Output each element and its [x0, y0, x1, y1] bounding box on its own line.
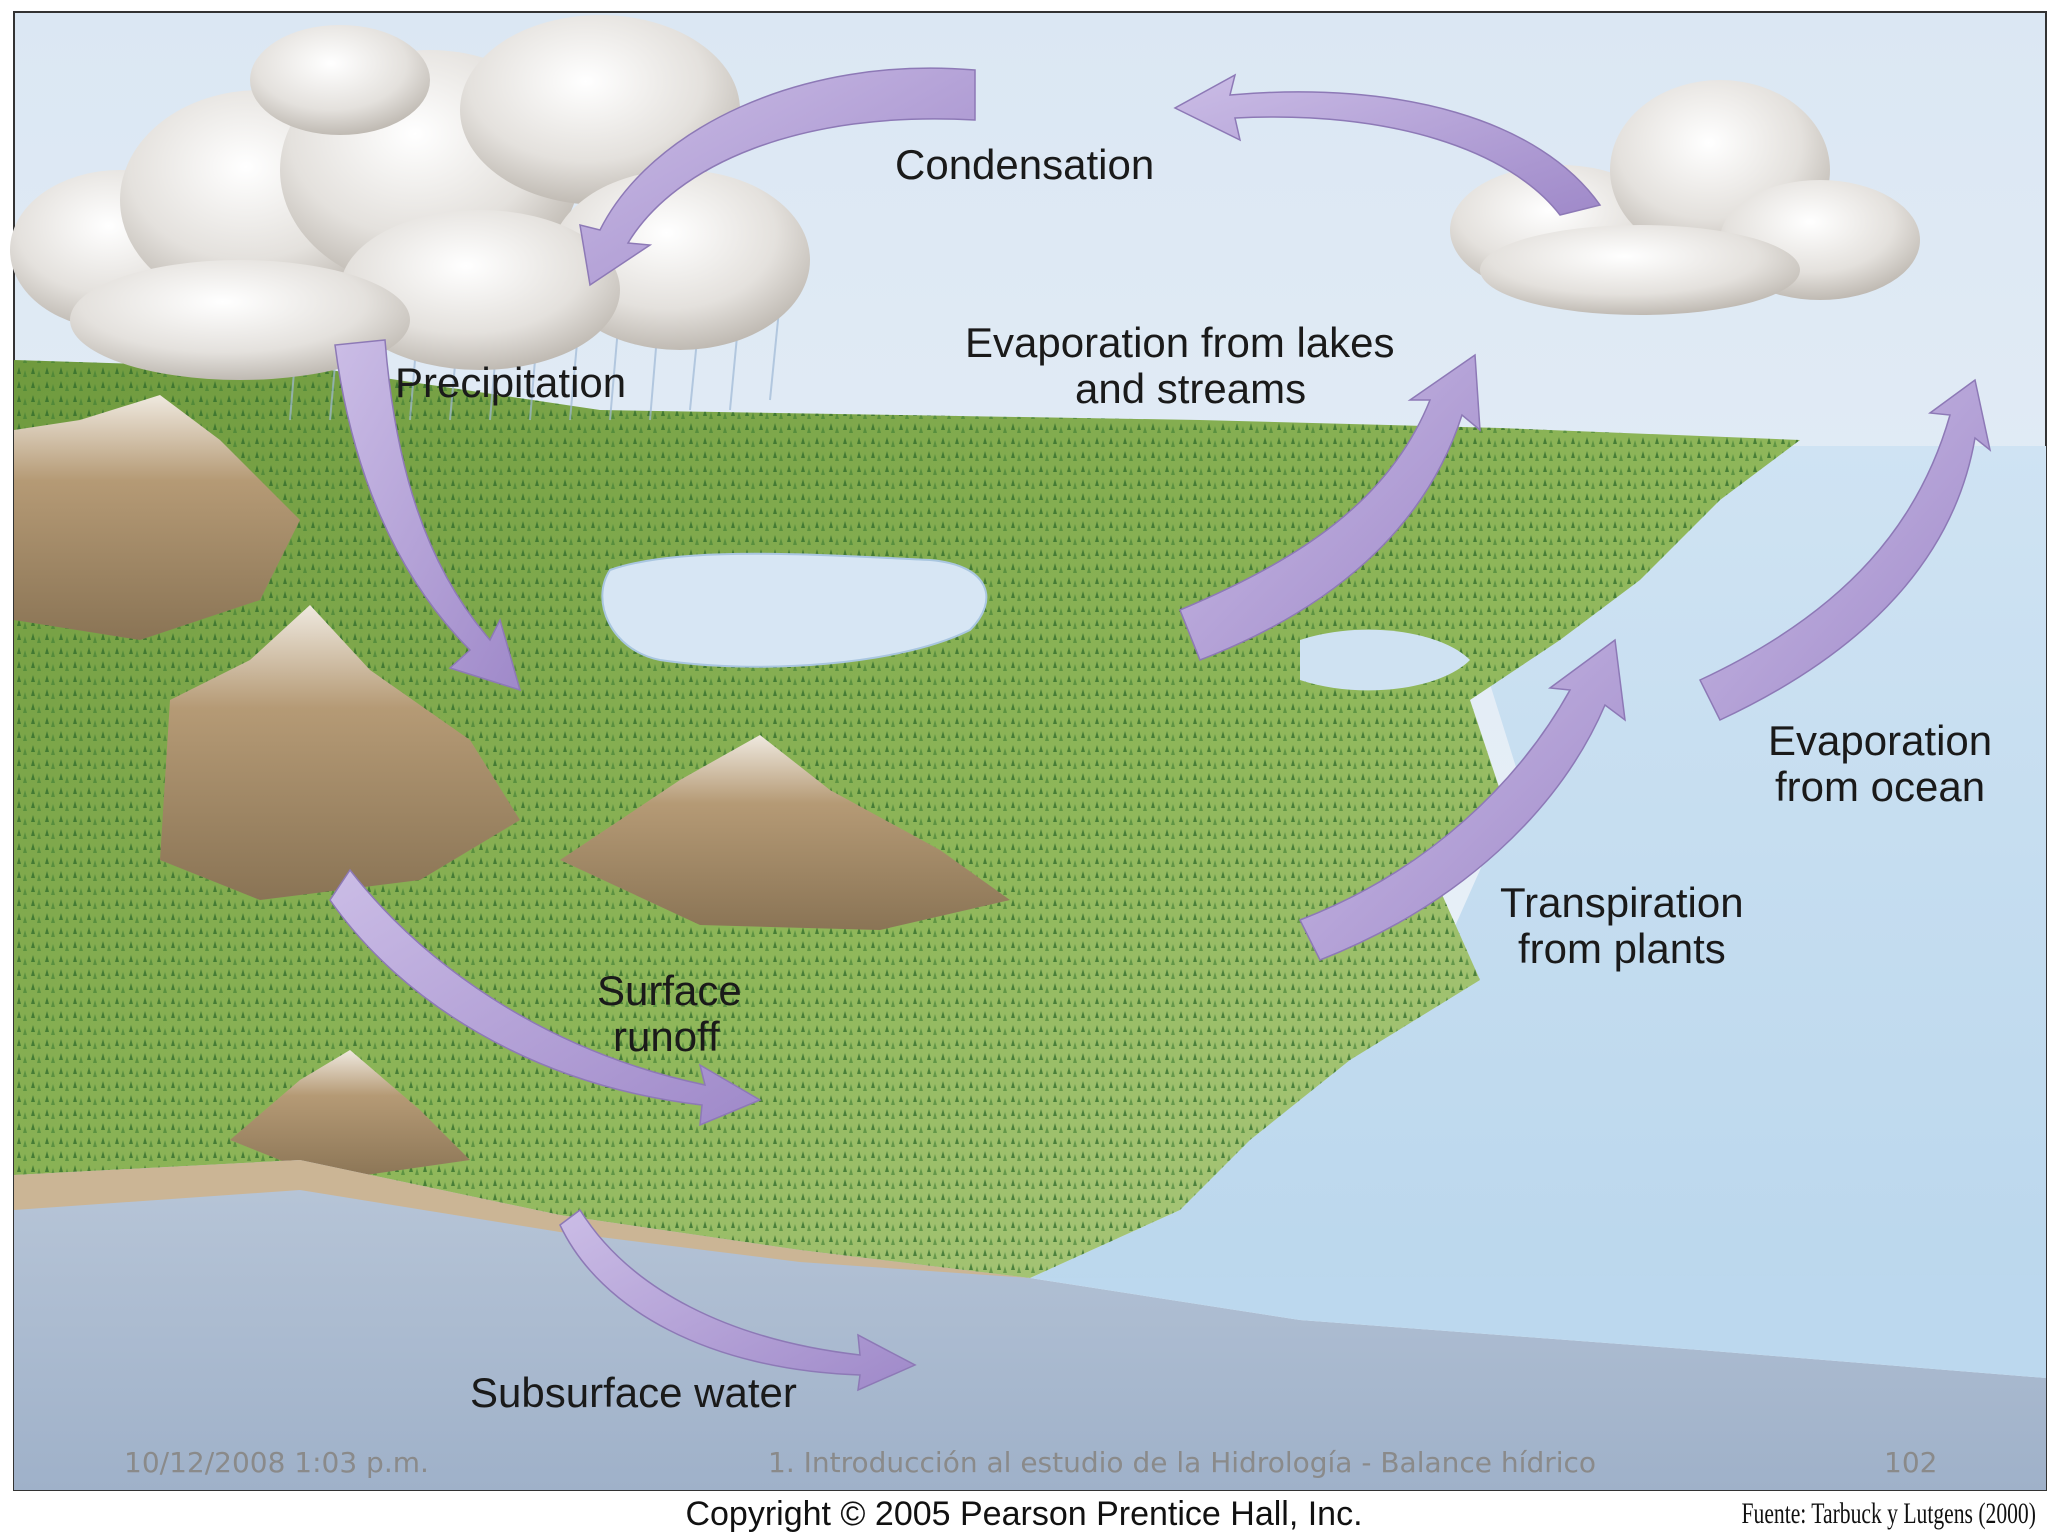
evaporation-lakes-label-line1: Evaporation from lakes	[965, 319, 1395, 366]
subsurface-arrow	[559, 1208, 917, 1392]
arrows	[329, 67, 1992, 1392]
subsurface-ground	[14, 1160, 2046, 1490]
precipitation-label: Precipitation	[395, 359, 627, 406]
precipitation-arrow	[334, 339, 522, 692]
subsurface-water-label: Subsurface water	[470, 1369, 797, 1416]
slide-number: 102	[1884, 1446, 1938, 1479]
mountain	[14, 395, 300, 640]
source-citation: Fuente: Tarbuck y Lutgens (2000)	[1741, 1497, 2036, 1530]
rain-cloud	[10, 15, 810, 380]
ocean-cloud	[1450, 80, 1920, 315]
condensation-arrow-right	[1173, 73, 1602, 216]
slide-footer-title: 1. Introducción al estudio de la Hidrolo…	[768, 1446, 1597, 1479]
forest-texture	[14, 360, 1800, 1278]
surface-runoff-arrow	[329, 868, 762, 1127]
lake	[601, 552, 988, 668]
mountain	[160, 605, 520, 900]
evaporation-ocean-label-line1: Evaporation	[1768, 717, 1993, 764]
transpiration-label-line1: Transpiration	[1500, 879, 1744, 926]
mountain	[560, 735, 1010, 930]
beach	[14, 1160, 1030, 1278]
surface-runoff-label-line1: Surface	[597, 967, 742, 1014]
condensation-label: Condensation	[895, 141, 1155, 188]
transpiration-arrow	[1298, 638, 1626, 961]
surface-runoff-label-line2: runoff	[613, 1013, 720, 1060]
mountain	[230, 1050, 470, 1180]
evaporation-ocean-label-line2: from ocean	[1775, 763, 1986, 810]
transpiration-label-line2: from plants	[1518, 925, 1726, 972]
copyright-notice: Copyright © 2005 Pearson Prentice Hall, …	[685, 1495, 1363, 1533]
evaporation-ocean-arrow	[1698, 378, 1992, 721]
inlet	[1300, 629, 1470, 691]
condensation-arrow-left	[579, 67, 976, 287]
evaporation-lakes-arrow	[1179, 353, 1481, 661]
sea-surface	[1030, 1275, 2046, 1378]
evaporation-lakes-label-line2: and streams	[1075, 365, 1307, 412]
slide-date: 10/12/2008 1:03 p.m.	[124, 1446, 429, 1479]
